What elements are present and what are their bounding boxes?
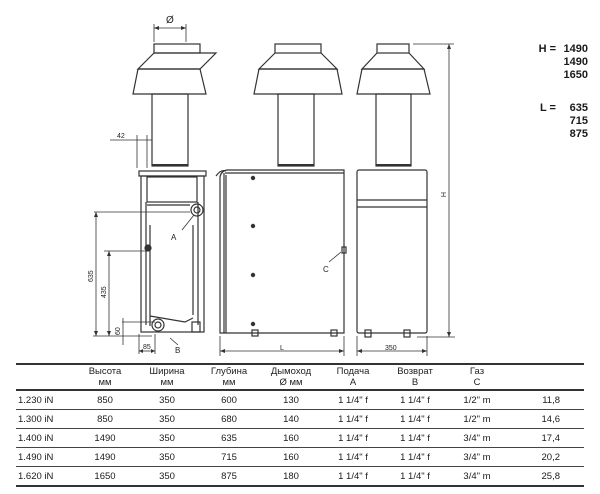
cell-return: 1 1/4" f [384,409,446,429]
cell-return: 1 1/4" f [384,447,446,467]
cell-depth: 635 [198,428,260,448]
point-a-label: A [171,233,177,242]
dim-635-label: 635 [88,270,95,282]
dim-h-label: H [439,192,446,197]
cell-return: 1 1/4" f [384,390,446,410]
length-value: 635 [569,102,588,114]
table-row: 1.400 iN 1490 350 635 160 1 1/4" f 1 1/4… [16,428,584,448]
cell-gas: 3/4" m [446,428,508,448]
cell-gas: 1/2" m [446,409,508,429]
cell-model: 1.490 iN [16,447,74,467]
height-value: 1490 [563,43,588,55]
front-view [219,43,347,356]
cell-model: 1.230 iN [16,390,74,410]
cell-depth: 680 [198,409,260,429]
point-c-label: C [323,265,329,274]
cell-flue: 140 [260,409,322,429]
cell-model: 1.300 iN [16,409,74,429]
dim-42-label: 42 [117,133,125,140]
dim-435-label: 435 [101,286,108,298]
cell-supply: 1 1/4" f [322,447,384,467]
cell-height: 1650 [74,466,136,487]
side-dimensions [93,135,195,354]
height-value: 1650 [563,69,588,81]
cell-depth: 875 [198,466,260,487]
cell-height: 1490 [74,428,136,448]
cell-depth: 600 [198,390,260,410]
cell-flue: 160 [260,447,322,467]
cell-width: 350 [136,466,198,487]
column-header-model [16,363,74,391]
cell-gas: 1/2" m [446,390,508,410]
rear-view [356,43,455,356]
table-row: 1.230 iN 850 350 600 130 1 1/4" f 1 1/4"… [16,390,584,410]
cell-depth: 715 [198,447,260,467]
cell-model: 1.620 iN [16,466,74,487]
height-legend-key: H = [538,43,556,55]
cell-width: 350 [136,390,198,410]
dim-l-label: L [280,345,284,352]
side-view [132,43,227,333]
cell-width: 350 [136,447,198,467]
cell-flue: 180 [260,466,322,487]
diameter-dimension [153,24,187,42]
length-legend: L = 635 715 875 [522,102,588,141]
dim-350-label: 350 [385,345,397,352]
cell-gas: 3/4" m [446,466,508,487]
arrowheads [94,26,451,353]
cell-flue: 160 [260,428,322,448]
cell-height: 1490 [74,447,136,467]
table-row: 1.620 iN 1650 350 875 180 1 1/4" f 1 1/4… [16,466,584,487]
point-b-label: B [175,346,180,355]
dim-60-label: 60 [115,327,122,335]
column-header-extra [508,363,584,391]
cell-supply: 1 1/4" f [322,466,384,487]
length-legend-key: L = [539,102,556,114]
cell-return: 1 1/4" f [384,466,446,487]
length-value: 875 [569,128,588,140]
cell-extra: 25,8 [508,466,584,487]
table-row: 1.490 iN 1490 350 715 160 1 1/4" f 1 1/4… [16,447,584,467]
boiler-dimension-drawing: Ø 42 635 435 60 85 A B C L H 350 [88,15,455,356]
cell-extra: 11,8 [508,390,584,410]
cell-model: 1.400 iN [16,428,74,448]
cell-height: 850 [74,409,136,429]
cell-flue: 130 [260,390,322,410]
cell-width: 350 [136,409,198,429]
diameter-label: Ø [166,15,174,26]
length-value: 715 [569,115,588,127]
cell-return: 1 1/4" f [384,428,446,448]
cell-supply: 1 1/4" f [322,409,384,429]
height-value: 1490 [563,56,588,68]
height-legend: H = 1490 1490 1650 [522,43,588,82]
cell-width: 350 [136,428,198,448]
dim-85-label: 85 [143,344,151,351]
cell-gas: 3/4" m [446,447,508,467]
cell-extra: 17,4 [508,428,584,448]
cell-height: 850 [74,390,136,410]
cell-extra: 14,6 [508,409,584,429]
cell-supply: 1 1/4" f [322,428,384,448]
cell-extra: 20,2 [508,447,584,467]
cell-supply: 1 1/4" f [322,390,384,410]
table-row: 1.300 iN 850 350 680 140 1 1/4" f 1 1/4"… [16,409,584,429]
